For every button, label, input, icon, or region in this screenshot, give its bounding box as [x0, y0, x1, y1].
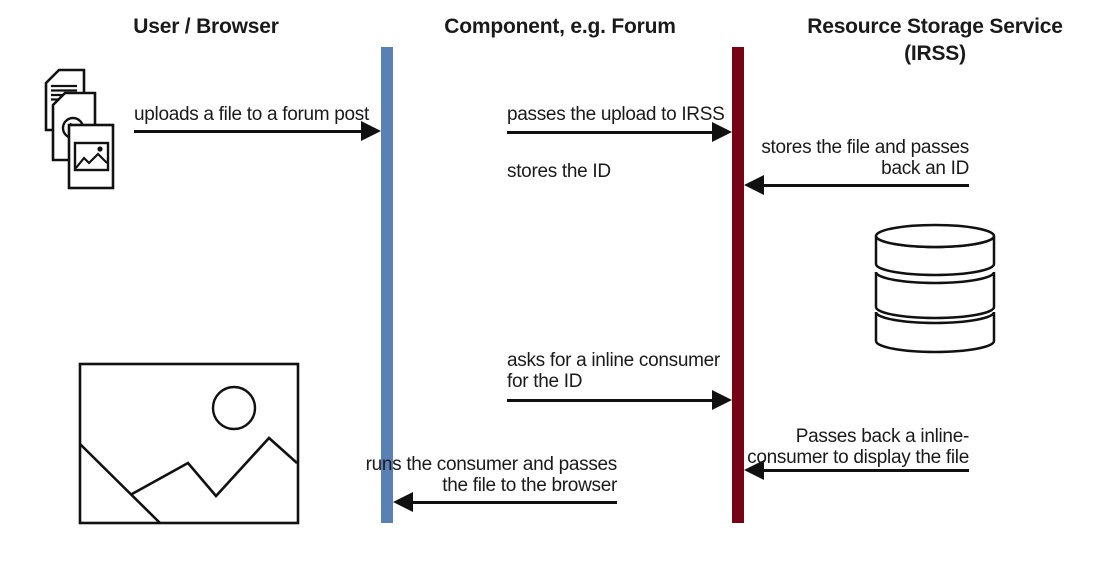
message-label-line: Passes back a inline- [795, 426, 970, 447]
message-arrow-ask-consumer [507, 390, 732, 410]
actor-title-text-line2: (IRSS) [904, 42, 966, 65]
message-arrow-upload-file [134, 121, 381, 141]
irss-lifeline-bar [732, 47, 744, 523]
message-arrow-pass-upload [507, 122, 732, 142]
message-label-run-consumer: runs the consumer and passes the file to… [365, 454, 618, 496]
actor-title-text: User / Browser [133, 15, 279, 38]
message-label-line: consumer to display the file [747, 447, 969, 468]
arrowhead-left-icon [744, 175, 764, 195]
arrow-shaft [760, 468, 969, 472]
arrow-shaft [134, 129, 365, 133]
note-text: stores the ID [507, 161, 611, 182]
message-label-pass-consumer: Passes back a inline- consumer to displa… [747, 426, 969, 468]
image-placeholder-icon [78, 362, 300, 530]
message-label-store-file-return: stores the file and passes back an ID [761, 137, 969, 179]
actor-title-component: Component, e.g. Forum [410, 13, 710, 40]
actor-title-user-browser: User / Browser [56, 13, 356, 40]
message-arrow-pass-consumer [744, 460, 969, 480]
message-label-ask-consumer: asks for a inline consumer for the ID [507, 350, 720, 392]
message-label-line: back an ID [881, 158, 969, 179]
message-label-line: stores the file and passes [761, 137, 969, 158]
message-label-line: asks for a inline consumer [507, 350, 720, 371]
message-arrow-store-file-return [744, 175, 969, 195]
component-lifeline-bar [381, 47, 393, 523]
message-label-line: runs the consumer and passes [365, 454, 618, 475]
actor-title-text: Component, e.g. Forum [444, 15, 676, 38]
message-arrow-run-consumer [393, 492, 617, 512]
arrowhead-left-icon [393, 492, 413, 512]
arrow-shaft [507, 130, 716, 134]
actor-title-text: Resource Storage Service [807, 15, 1063, 38]
message-label-line: the file to the browser [442, 475, 617, 496]
message-label-pass-upload: passes the upload to IRSS [507, 104, 725, 125]
message-label-upload-file: uploads a file to a forum post [134, 104, 369, 125]
message-label-line: for the ID [507, 371, 583, 392]
message-label-line: uploads a file to a forum post [134, 104, 369, 125]
arrowhead-right-icon [712, 122, 732, 142]
arrowhead-left-icon [744, 460, 764, 480]
arrowhead-right-icon [361, 121, 381, 141]
arrow-shaft [760, 183, 969, 187]
arrowhead-right-icon [712, 390, 732, 410]
arrow-shaft [507, 398, 716, 402]
message-label-line: passes the upload to IRSS [507, 104, 725, 125]
note-stores-id: stores the ID [507, 161, 611, 182]
actor-title-irss: Resource Storage Service (IRSS) [785, 13, 1085, 67]
database-icon [874, 220, 996, 359]
documents-stack-icon [36, 64, 120, 195]
arrow-shaft [409, 500, 617, 504]
